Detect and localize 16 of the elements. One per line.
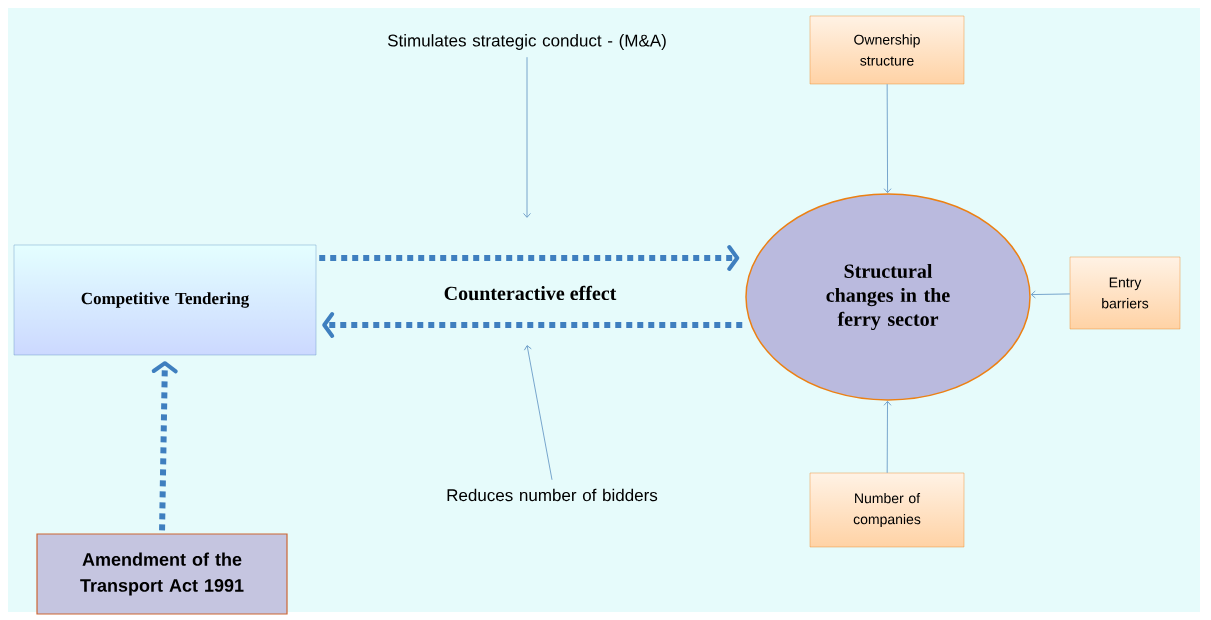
source-box: Amendment of the Transport Act 1991: [36, 533, 288, 615]
arrow: [883, 83, 892, 194]
factor-box: Entry barriers: [1069, 256, 1181, 330]
arrow: [523, 56, 531, 218]
process-box: Competitive Tendering: [13, 244, 317, 356]
factor-box: Ownership structure: [809, 15, 965, 85]
effect-label: Counteractive effect: [444, 285, 617, 301]
arrow: [1030, 290, 1071, 299]
arrow: [151, 361, 178, 531]
annotation-text: Stimulates strategic conduct - (M&A): [387, 34, 666, 50]
arrow: [524, 345, 553, 481]
factor-box: Number of companies: [809, 472, 965, 548]
arrow: [322, 312, 743, 338]
arrow: [883, 400, 892, 474]
arrow: [319, 245, 740, 271]
annotation-text: Reduces number of bidders: [447, 488, 658, 502]
